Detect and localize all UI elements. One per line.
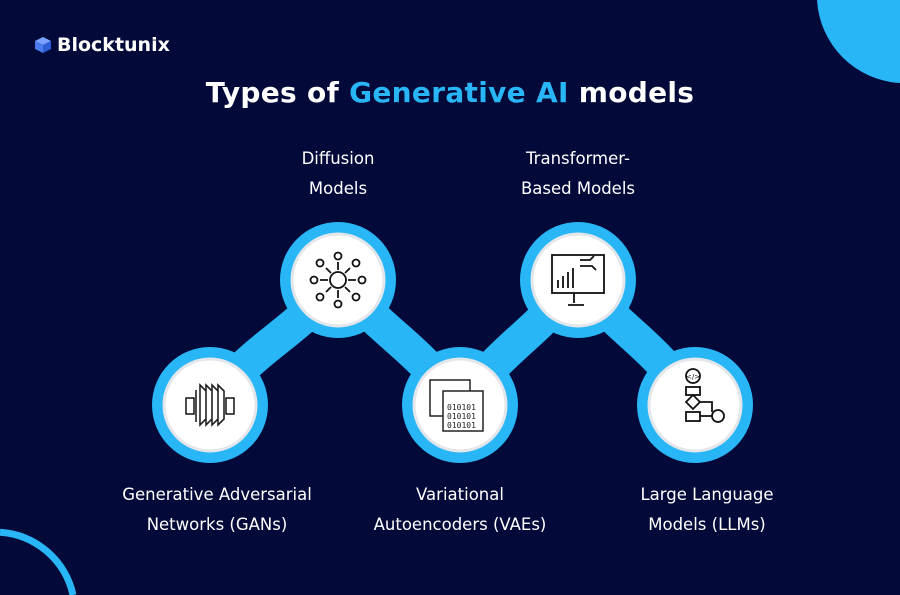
binary-windows-icon: 010101 010101 010101 (429, 379, 484, 432)
node-vaes: 010101 010101 010101 (402, 347, 518, 463)
diffusion-radial-icon (309, 251, 367, 309)
node-gans (152, 347, 268, 463)
svg-text:010101: 010101 (447, 421, 476, 430)
node-llms: </> (637, 347, 753, 463)
page-title: Types of Generative AI models (205, 76, 695, 109)
decor-circle-top-right (817, 0, 900, 83)
monitor-chart-icon (551, 254, 605, 306)
node-diffusion (280, 222, 396, 338)
svg-text:</>: </> (686, 373, 700, 381)
brand-name: Blocktunix (57, 34, 170, 56)
gan-layers-icon (185, 383, 235, 427)
decor-ring-bottom-left (0, 528, 77, 595)
label-transformer: Transformer-Based Models (520, 149, 636, 198)
brand-logo[interactable]: Blocktunix (34, 34, 170, 56)
cube-icon (35, 37, 51, 53)
code-flowchart-icon: </> (684, 368, 725, 423)
svg-text:010101: 010101 (447, 412, 476, 421)
svg-text:010101: 010101 (447, 403, 476, 412)
node-transformer (520, 222, 636, 338)
